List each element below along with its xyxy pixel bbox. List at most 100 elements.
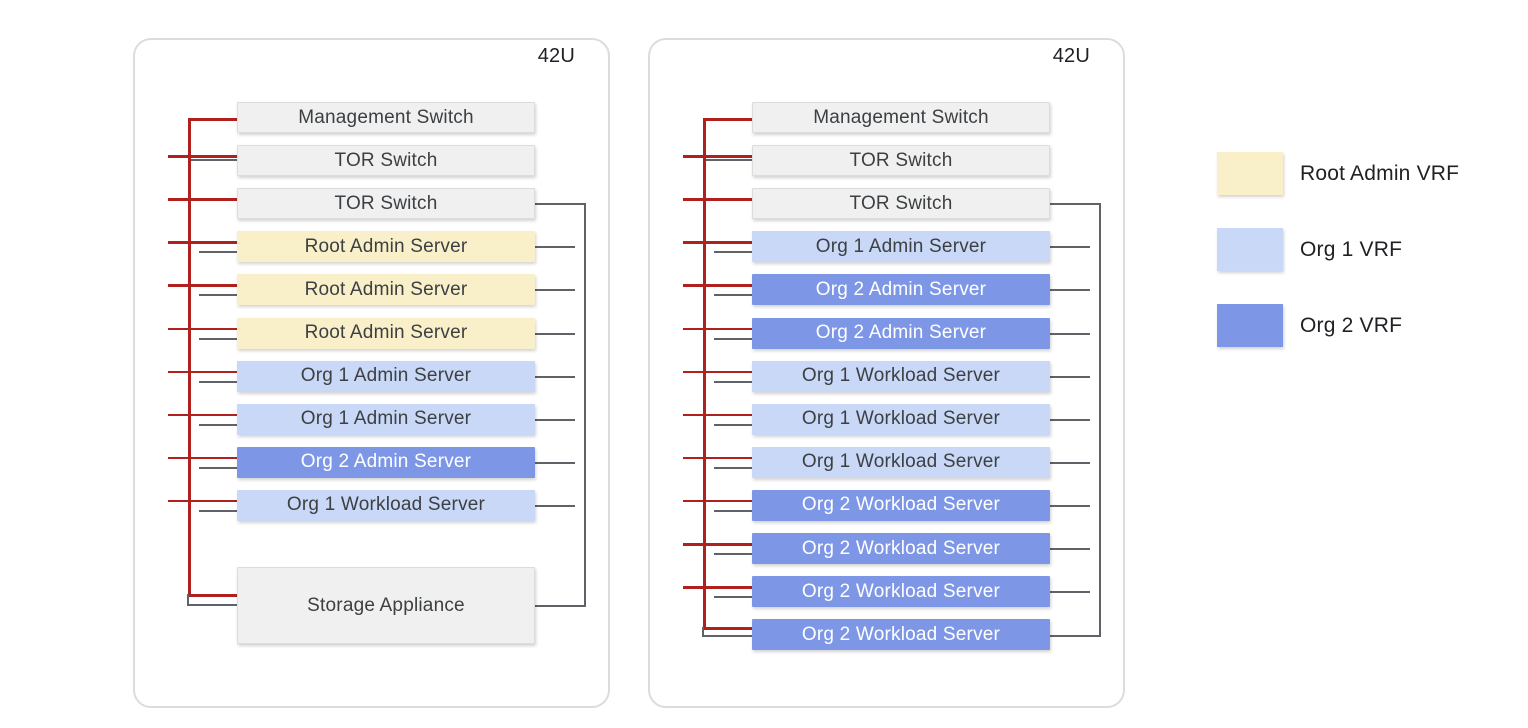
- data-network-line: [199, 466, 237, 469]
- rack-unit-storage-appliance: Storage Appliance: [237, 567, 535, 644]
- rack-unit-org-2-workload-server: Org 2 Workload Server: [752, 489, 1050, 521]
- management-network-line: [168, 198, 237, 201]
- legend-label: Org 1 VRF: [1300, 237, 1403, 261]
- data-network-line: [704, 159, 752, 162]
- data-network-line: [199, 251, 237, 254]
- rack-unit-org-1-admin-server: Org 1 Admin Server: [752, 231, 1050, 263]
- management-network-line: [683, 155, 752, 158]
- management-network-line: [168, 241, 237, 244]
- management-network-line: [703, 627, 752, 630]
- rack-unit-org-2-admin-server: Org 2 Admin Server: [752, 274, 1050, 306]
- legend-label: Org 2 VRF: [1300, 313, 1403, 337]
- management-network-line: [683, 241, 752, 244]
- management-network-line: [703, 118, 752, 121]
- management-network-line: [683, 499, 752, 503]
- management-network-line: [168, 499, 237, 503]
- data-network-trunk: [1099, 203, 1101, 636]
- management-network-line: [683, 413, 752, 417]
- management-network-line: [168, 370, 237, 374]
- rack-unit-root-admin-server: Root Admin Server: [237, 317, 535, 349]
- legend-label: Root Admin VRF: [1300, 161, 1460, 185]
- data-network-line: [535, 332, 575, 335]
- rack-unit-root-admin-server: Root Admin Server: [237, 231, 535, 263]
- data-network-line: [199, 423, 237, 426]
- management-network-line: [683, 284, 752, 287]
- data-network-line: [199, 337, 237, 340]
- rack-unit-org-1-workload-server: Org 1 Workload Server: [752, 446, 1050, 478]
- data-network-trunk: [702, 627, 704, 638]
- management-network-line: [168, 284, 237, 287]
- rack-unit-org-2-workload-server: Org 2 Workload Server: [752, 619, 1050, 651]
- rack-unit-org-2-workload-server: Org 2 Workload Server: [752, 576, 1050, 608]
- data-network-line: [1050, 591, 1090, 594]
- rack-unit-tor-switch: TOR Switch: [752, 145, 1050, 177]
- legend-item-org1-vrf: Org 1 VRF: [1217, 228, 1517, 271]
- rack-unit-org-1-workload-server: Org 1 Workload Server: [237, 489, 535, 521]
- management-network-line: [188, 118, 237, 121]
- rack-unit-org-1-admin-server: Org 1 Admin Server: [237, 360, 535, 392]
- data-network-line: [535, 246, 575, 249]
- data-network-line: [535, 203, 586, 206]
- org2-vrf-swatch: [1217, 304, 1283, 347]
- data-network-line: [199, 294, 237, 297]
- data-network-line: [714, 380, 752, 383]
- management-network-trunk: [703, 118, 706, 628]
- rack-unit-tor-switch: TOR Switch: [752, 188, 1050, 220]
- data-network-trunk: [584, 203, 586, 605]
- data-network-line: [714, 466, 752, 469]
- rack-unit-org-1-workload-server: Org 1 Workload Server: [752, 360, 1050, 392]
- management-network-line: [188, 594, 237, 597]
- data-network-line: [535, 289, 575, 292]
- management-network-line: [683, 370, 752, 374]
- data-network-line: [1050, 418, 1090, 421]
- data-network-line: [714, 553, 752, 555]
- data-network-line: [1050, 246, 1090, 249]
- rack-unit-management-switch: Management Switch: [237, 102, 535, 133]
- legend-item-root-admin-vrf: Root Admin VRF: [1217, 152, 1517, 195]
- data-network-line: [535, 461, 575, 464]
- data-network-line: [535, 504, 575, 507]
- data-network-trunk: [187, 594, 189, 606]
- data-network-line: [1050, 635, 1101, 638]
- management-network-line: [683, 327, 752, 330]
- rack-1-capacity-label: 42U: [537, 45, 575, 67]
- rack-unit-tor-switch: TOR Switch: [237, 188, 535, 220]
- management-network-line: [168, 155, 237, 158]
- rack-unit-org-1-admin-server: Org 1 Admin Server: [237, 403, 535, 435]
- management-network-line: [168, 456, 237, 460]
- data-network-line: [714, 423, 752, 426]
- management-network-line: [683, 543, 752, 546]
- data-network-line: [714, 294, 752, 297]
- management-network-line: [683, 198, 752, 201]
- management-network-line: [168, 413, 237, 417]
- data-network-line: [1050, 375, 1090, 378]
- data-network-line: [199, 380, 237, 383]
- rack-unit-root-admin-server: Root Admin Server: [237, 274, 535, 306]
- data-network-line: [1050, 461, 1090, 464]
- data-network-line: [187, 604, 237, 606]
- management-network-line: [683, 456, 752, 460]
- data-network-line: [189, 159, 237, 162]
- data-network-line: [535, 418, 575, 421]
- rack-2-capacity-label: 42U: [1052, 45, 1090, 67]
- data-network-line: [1050, 289, 1090, 292]
- data-network-line: [199, 509, 237, 512]
- management-network-line: [168, 327, 237, 330]
- data-network-line: [535, 375, 575, 378]
- legend-item-org2-vrf: Org 2 VRF: [1217, 304, 1517, 347]
- rack-unit-org-2-admin-server: Org 2 Admin Server: [752, 317, 1050, 349]
- rack-unit-management-switch: Management Switch: [752, 102, 1050, 133]
- rack-unit-org-2-workload-server: Org 2 Workload Server: [752, 533, 1050, 564]
- management-network-trunk: [188, 118, 191, 594]
- data-network-line: [714, 337, 752, 340]
- data-network-line: [714, 509, 752, 512]
- org1-vrf-swatch: [1217, 228, 1283, 271]
- data-network-line: [714, 596, 752, 599]
- data-network-line: [1050, 504, 1090, 507]
- rack-unit-org-2-admin-server: Org 2 Admin Server: [237, 446, 535, 478]
- data-network-line: [1050, 203, 1101, 206]
- data-network-line: [702, 635, 752, 638]
